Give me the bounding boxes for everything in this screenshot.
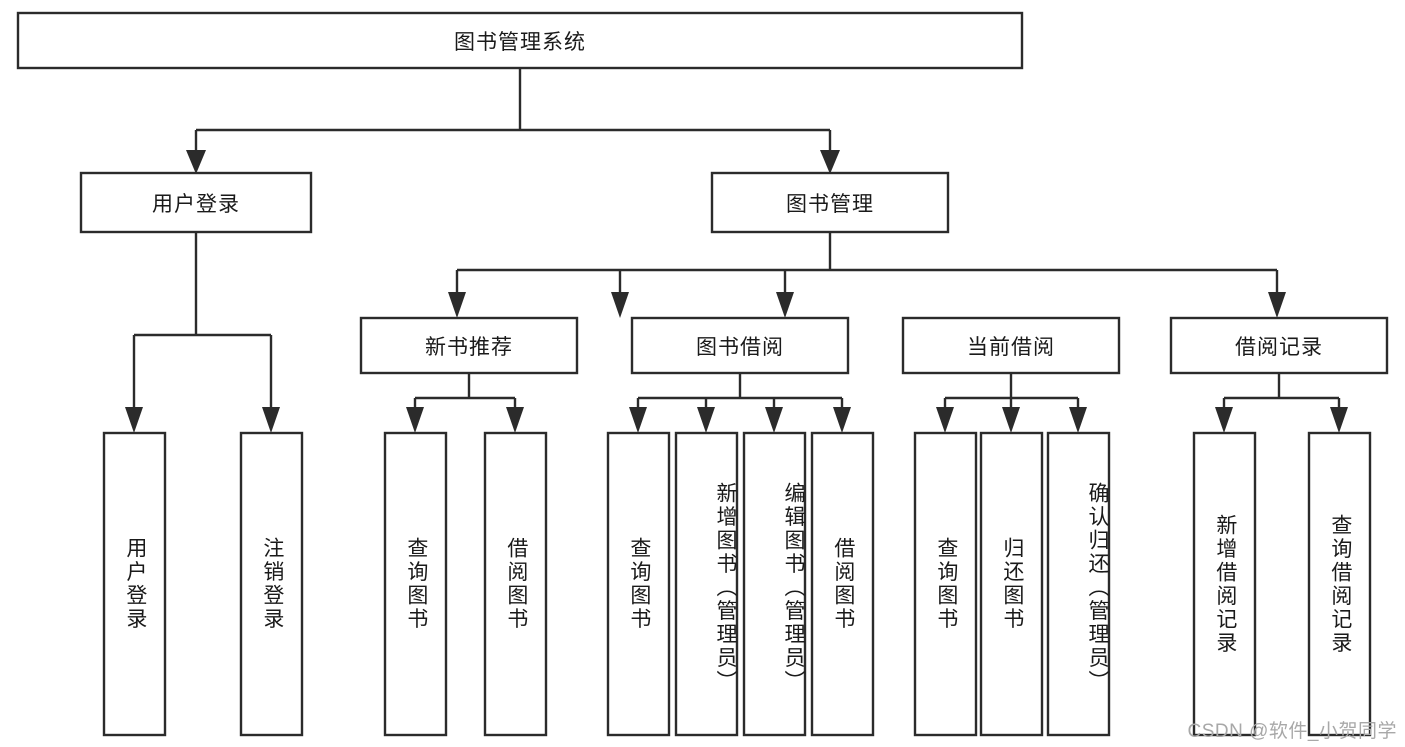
arrow-head-leaf-add-record (1215, 407, 1233, 433)
node-box-book-borrow[interactable] (630, 316, 850, 375)
arrow-head-leaf-user-login (125, 407, 143, 433)
arrow-head-leaf-borrow-book-2 (833, 407, 851, 433)
node-box-leaf-query-book-3[interactable] (913, 431, 978, 737)
arrow-head-leaf-logout (262, 407, 280, 433)
node-box-leaf-logout[interactable] (239, 431, 304, 737)
arrow-head-book-manage (820, 150, 840, 174)
arrow-head-leaf-add-book (697, 407, 715, 433)
connector-group-user-login-to-leaves (125, 232, 280, 433)
node-box-leaf-query-book-2[interactable] (606, 431, 671, 737)
node-box-new-book-rec[interactable] (359, 316, 579, 375)
connector-group-root-to-level2 (186, 68, 840, 174)
node-box-book-manage[interactable] (710, 171, 950, 234)
node-box-leaf-borrow-book-2[interactable] (810, 431, 875, 737)
arrow-head-leaf-borrow-book-1 (506, 407, 524, 433)
arrow-head-leaf-query-record (1330, 407, 1348, 433)
node-box-leaf-edit-book[interactable] (742, 431, 807, 737)
node-box-leaf-add-record[interactable] (1192, 431, 1257, 737)
connector-group-current-borrow-to-leaves (936, 373, 1087, 433)
node-box-leaf-user-login[interactable] (102, 431, 167, 737)
connector-group-book-manage-to-level3 (448, 232, 1286, 318)
arrow-head-borrow-record (1268, 292, 1286, 318)
node-box-leaf-confirm-return[interactable] (1046, 431, 1111, 737)
node-box-root[interactable] (16, 11, 1024, 70)
node-box-leaf-borrow-book-1[interactable] (483, 431, 548, 737)
arrow-head-book-borrow (611, 292, 629, 318)
arrow-head-new-book-rec (448, 292, 466, 318)
arrow-head-leaf-confirm-return (1069, 407, 1087, 433)
node-box-leaf-query-record[interactable] (1307, 431, 1372, 737)
node-box-leaf-query-book-1[interactable] (383, 431, 448, 737)
connector-group-book-borrow-to-leaves (629, 373, 851, 433)
connector-group-borrow-record-to-leaves (1215, 373, 1348, 433)
node-box-user-login[interactable] (79, 171, 313, 234)
node-box-leaf-return-book[interactable] (979, 431, 1044, 737)
arrow-head-leaf-edit-book (765, 407, 783, 433)
connector-group-new-book-rec-to-leaves (406, 373, 524, 433)
node-box-leaf-add-book[interactable] (674, 431, 739, 737)
arrow-head-leaf-query-book-3 (936, 407, 954, 433)
arrow-head-user-login (186, 150, 206, 174)
arrow-head-leaf-return-book (1002, 407, 1020, 433)
node-box-borrow-record[interactable] (1169, 316, 1389, 375)
arrow-head-leaf-query-book-2 (629, 407, 647, 433)
node-box-current-borrow[interactable] (901, 316, 1121, 375)
arrow-head-leaf-query-book-1 (406, 407, 424, 433)
arrow-head-current-borrow (776, 292, 794, 318)
